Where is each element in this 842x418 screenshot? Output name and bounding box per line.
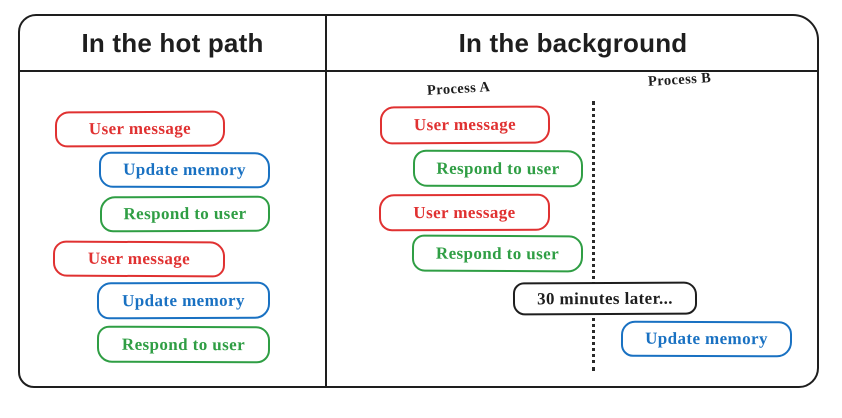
step-label: Respond to user xyxy=(121,334,246,354)
step-label: Update memory xyxy=(122,290,245,310)
step-box-respond-to-user: Respond to user xyxy=(412,149,584,188)
step-label: Update memory xyxy=(123,159,246,180)
right-panel-title: In the background xyxy=(458,27,688,58)
time-gap-note-box: 30 minutes later... xyxy=(512,281,698,316)
step-box-update-memory: Update memory xyxy=(620,320,793,358)
step-box-user-message: User message xyxy=(52,240,226,278)
step-box-update-memory: Update memory xyxy=(98,151,271,189)
step-label: Respond to user xyxy=(435,243,560,263)
process-divider-dotted-line xyxy=(592,101,595,371)
panel-divider-line xyxy=(325,16,327,386)
step-label: User message xyxy=(413,114,517,135)
step-box-user-message: User message xyxy=(54,110,226,148)
step-box-user-message: User message xyxy=(378,193,551,232)
left-panel-title: In the hot path xyxy=(81,27,264,58)
diagram-frame: In the hot path In the background xyxy=(18,14,819,388)
step-label: User message xyxy=(413,202,516,222)
step-label: User message xyxy=(88,118,192,139)
step-label: Update memory xyxy=(645,328,768,349)
step-box-update-memory: Update memory xyxy=(96,281,271,320)
step-box-user-message: User message xyxy=(379,105,551,145)
step-label: Respond to user xyxy=(123,203,247,224)
time-gap-note-label: 30 minutes later... xyxy=(536,288,673,308)
step-box-respond-to-user: Respond to user xyxy=(411,234,584,273)
header-divider-line xyxy=(20,70,817,72)
step-label: User message xyxy=(87,248,191,269)
step-box-respond-to-user: Respond to user xyxy=(96,325,271,364)
step-box-respond-to-user: Respond to user xyxy=(99,195,271,233)
step-label: Respond to user xyxy=(436,158,560,178)
